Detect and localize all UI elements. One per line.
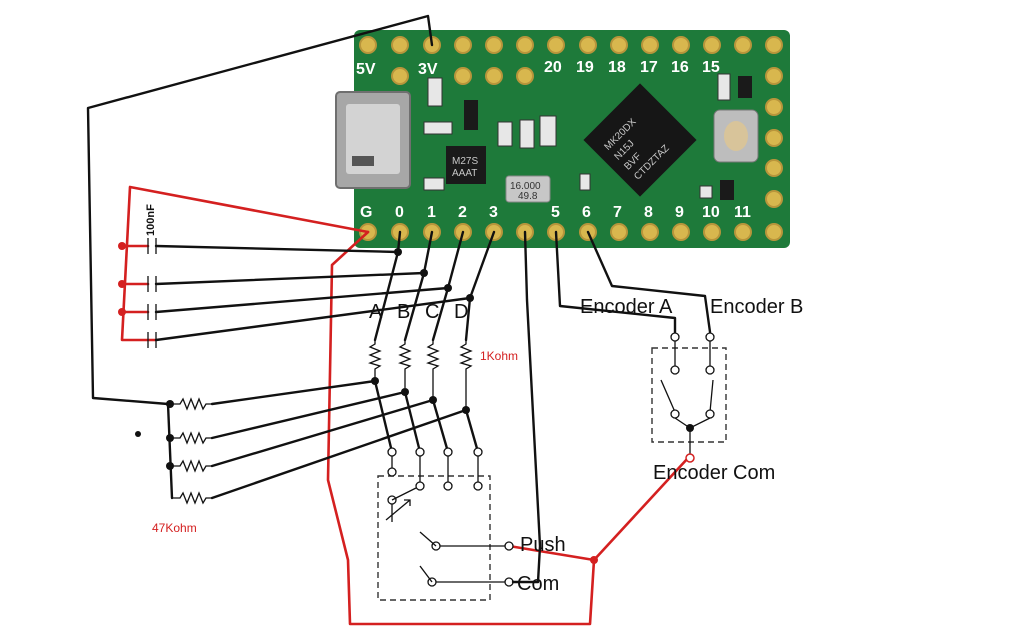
crystal-line-1: 16.000: [510, 181, 541, 192]
capacitor-value-label: 100nF: [145, 204, 157, 236]
channel-label-b: B: [397, 301, 410, 323]
pin-label-1: 1: [427, 204, 436, 221]
right-pad-column: [765, 67, 783, 208]
ground-wire: [118, 185, 690, 626]
pin-label-g: G: [360, 204, 372, 221]
channel-label-c: C: [425, 301, 439, 323]
encoder-b-wire: [586, 230, 712, 334]
pin-label-6: 6: [582, 204, 591, 221]
channel-label-a: A: [369, 301, 383, 323]
encoder-a-wire: [554, 230, 677, 334]
regulator-chip: [446, 146, 486, 184]
resistors-1k: [368, 340, 473, 408]
crystal: [505, 175, 551, 203]
encoder-com-label: Encoder Com: [653, 462, 775, 484]
pin-label-3: 3: [489, 204, 498, 221]
pin-label-19: 19: [576, 59, 594, 76]
encoder-switch: [651, 332, 727, 463]
top-pad-row: [359, 36, 783, 85]
resistor-47k-label: 47Kohm: [152, 521, 197, 535]
pin-label-20: 20: [544, 59, 562, 76]
push-wire: [511, 230, 542, 584]
resistors-47k: [135, 397, 212, 505]
pin-label-7: 7: [613, 204, 622, 221]
small-chip-line-1: M27S: [452, 156, 478, 167]
rotary-push-switch: [377, 447, 514, 601]
crystal-line-2: 49.8: [518, 191, 538, 202]
pin-label-3v: 3V: [418, 61, 438, 78]
channel-label-d: D: [454, 301, 468, 323]
supply-3v-wire: [86, 14, 434, 500]
pin-label-0: 0: [395, 204, 404, 221]
resistor-1k-label: 1Kohm: [480, 349, 518, 363]
pin-label-8: 8: [644, 204, 653, 221]
pin-label-15: 15: [702, 59, 720, 76]
pin-label-5v: 5V: [356, 61, 376, 78]
pin-label-5: 5: [551, 204, 560, 221]
pin-label-10: 10: [702, 204, 720, 221]
pin-label-2: 2: [458, 204, 467, 221]
com-label: Com: [517, 573, 559, 595]
pin-label-17: 17: [640, 59, 658, 76]
teensy-board: MK20DX N15J BVF CTDZTAZ M27S AAAT 16.000…: [335, 30, 790, 248]
encoder-a-label: Encoder A: [580, 296, 673, 318]
pin-label-9: 9: [675, 204, 684, 221]
small-chip-line-2: AAAT: [452, 168, 477, 179]
pin-label-11: 11: [734, 204, 751, 221]
capacitor-bank: 100nF: [145, 204, 157, 348]
pin-label-16: 16: [671, 59, 689, 76]
encoder-b-label: Encoder B: [710, 296, 803, 318]
pin-label-18: 18: [608, 59, 626, 76]
push-label: Push: [520, 534, 566, 556]
